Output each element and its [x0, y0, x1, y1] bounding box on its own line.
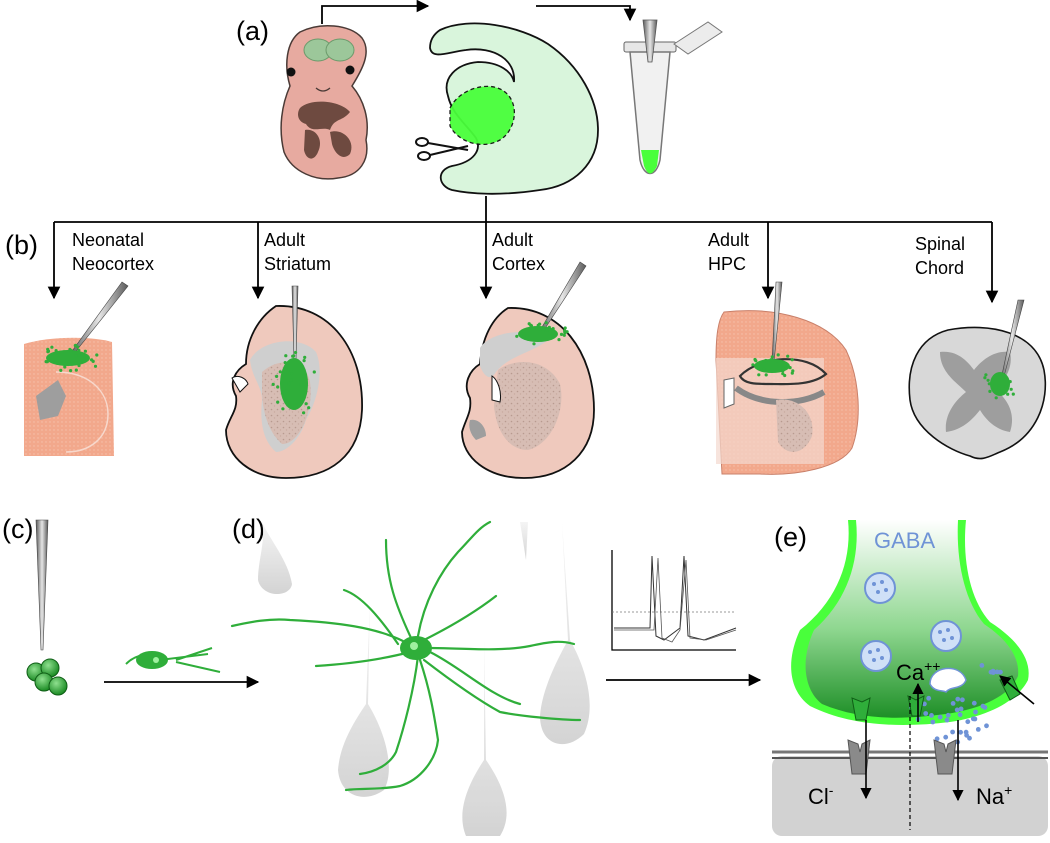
- presynaptic-terminal: [791, 520, 1029, 725]
- distribution-lines-b: [47, 196, 999, 304]
- svg-text:Chord: Chord: [915, 258, 964, 278]
- host-neurons-ghost: [258, 522, 590, 836]
- graft-cell-dots-b: [44, 321, 1015, 415]
- svg-text:HPC: HPC: [708, 254, 746, 274]
- flow-arrows-a: [321, 0, 637, 24]
- presynaptic-channels: [851, 675, 1021, 721]
- svg-text:Adult: Adult: [264, 230, 305, 250]
- migrating-neuron-illustration: [125, 647, 221, 673]
- svg-text:Adult: Adult: [492, 230, 533, 250]
- adult-cortex-slice: [461, 307, 595, 479]
- panel-label-b: (b): [5, 230, 38, 260]
- mouse-pup-illustration: [280, 25, 368, 180]
- panel-label-d: (d): [232, 514, 265, 544]
- receptors: [847, 739, 957, 775]
- transplant-pipette: [35, 519, 49, 651]
- panel-label-a: (a): [236, 16, 269, 46]
- region-label-adult-cortex: Adult Cortex: [492, 230, 545, 274]
- region-label-neonatal-neocortex: Neonatal Neocortex: [72, 230, 154, 274]
- action-potential-trace: [611, 550, 737, 651]
- dissected-brain-illustration: [415, 22, 599, 195]
- progenitor-cell-cluster: [26, 658, 68, 696]
- scissors-icon: [415, 137, 469, 161]
- vesicle-contents: [868, 580, 954, 662]
- calcium-label: Ca++: [896, 658, 940, 685]
- region-label-adult-striatum: Adult Striatum: [264, 230, 331, 274]
- svg-text:Cortex: Cortex: [492, 254, 545, 274]
- region-label-adult-hpc: Adult HPC: [708, 230, 749, 274]
- gaba-label: GABA: [874, 528, 935, 553]
- vesicles: [860, 572, 962, 672]
- fusing-vesicle: [929, 667, 967, 693]
- panel-label-e: (e): [774, 522, 807, 552]
- svg-text:Adult: Adult: [708, 230, 749, 250]
- neuron-nucleus: [410, 642, 418, 650]
- neonatal-neocortex-slice: [24, 337, 114, 456]
- released-gaba: [909, 663, 1003, 745]
- svg-text:Neocortex: Neocortex: [72, 254, 154, 274]
- spinal-cord-slice: [908, 326, 1047, 460]
- svg-text:Neonatal: Neonatal: [72, 230, 144, 250]
- integrated-neuron-illustration: [230, 520, 582, 792]
- microcentrifuge-tube-illustration: [623, 19, 723, 175]
- adult-hpc-slice: [715, 310, 859, 475]
- injection-pipettes-b: [69, 261, 1025, 385]
- svg-text:Spinal: Spinal: [915, 234, 965, 254]
- panel-label-c: (c): [2, 514, 33, 544]
- svg-text:Striatum: Striatum: [264, 254, 331, 274]
- chloride-label: Cl-: [808, 782, 834, 809]
- sodium-label: Na+: [976, 782, 1012, 809]
- region-label-spinal-chord: Spinal Chord: [915, 234, 965, 278]
- ion-flux-arrows: [860, 675, 1035, 802]
